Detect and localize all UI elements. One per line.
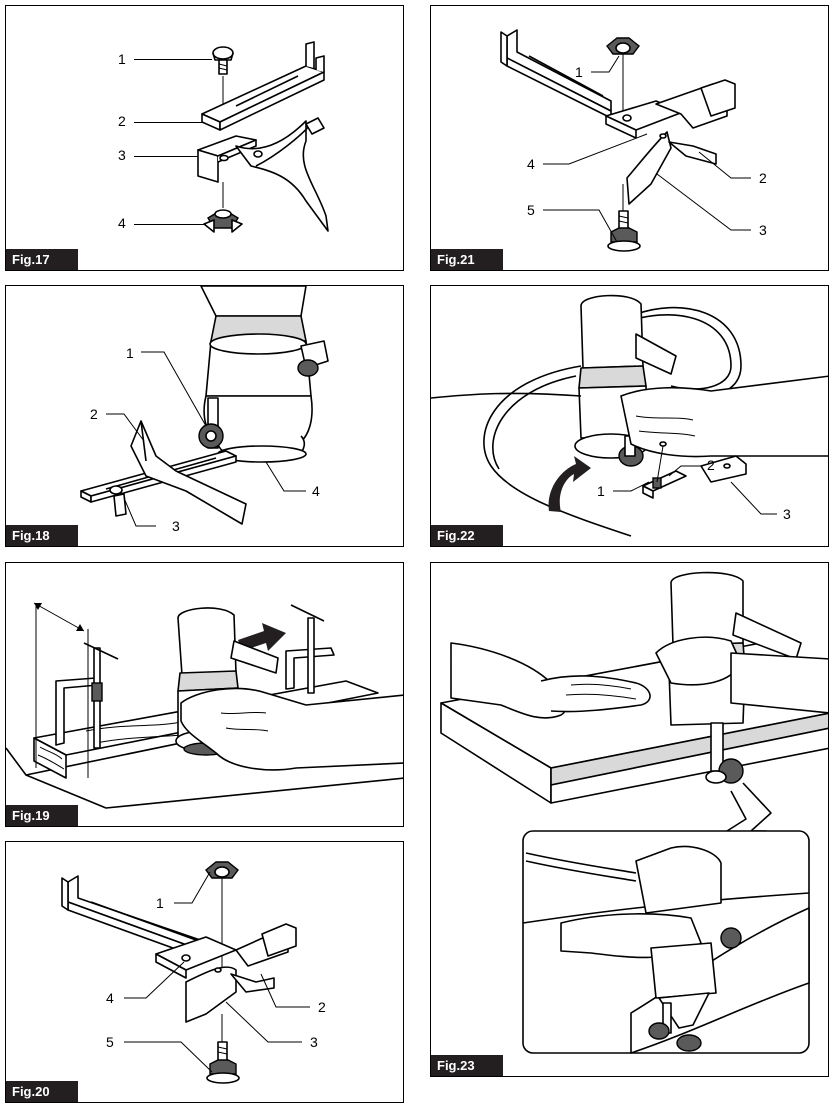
fig17-callout-1: 1: [118, 51, 126, 67]
fig22-callout-3: 3: [783, 506, 791, 522]
fig21-label: Fig.21: [431, 249, 503, 270]
fig20-leaders: [124, 871, 310, 1073]
figure-20-panel: 1 4 2 3 5 Fig.20: [5, 841, 404, 1103]
fig23-illustration: [440, 571, 828, 1054]
fig23-label: Fig.23: [431, 1055, 503, 1076]
fig20-illustration: [61, 861, 297, 1084]
fig19-label: Fig.19: [6, 805, 78, 826]
fig20-callout-3: 3: [310, 1034, 318, 1050]
fig20-callout-2: 2: [318, 999, 326, 1015]
leader-line: [134, 122, 202, 123]
fig18-callout-1: 1: [126, 345, 134, 361]
fig22-callout-2: 2: [707, 457, 715, 473]
fig20-label: Fig.20: [6, 1081, 78, 1102]
fig18-callout-2: 2: [90, 406, 98, 422]
fig21-leaders: [543, 55, 751, 243]
fig17-callout-2: 2: [118, 113, 126, 129]
fig17-label: Fig.17: [6, 249, 78, 270]
fig22-leaders: [613, 465, 777, 515]
fig21-callout-1: 1: [575, 64, 583, 80]
fig18-illustration: [80, 286, 329, 525]
fig18-callout-4: 4: [312, 483, 320, 499]
figure-17-panel: 1 2 3 4 Fig.17: [5, 5, 404, 271]
leader-line: [134, 156, 198, 157]
fig22-callout-1: 1: [597, 483, 605, 499]
fig21-illustration: [500, 29, 736, 252]
fig17-illustration: [197, 41, 329, 233]
fig22-illustration: [431, 294, 828, 537]
fig18-label: Fig.18: [6, 525, 78, 546]
fig18-callout-3: 3: [172, 518, 180, 534]
fig21-callout-5: 5: [527, 202, 535, 218]
fig22-label: Fig.22: [431, 525, 503, 546]
fig20-callout-5: 5: [106, 1034, 114, 1050]
figure-18-panel: 1 2 3 4 Fig.18: [5, 285, 404, 547]
leader-line: [134, 59, 212, 60]
leader-line: [134, 224, 206, 225]
fig21-callout-2: 2: [759, 170, 767, 186]
fig17-callout-3: 3: [118, 147, 126, 163]
figure-19-panel: Fig.19: [5, 562, 404, 827]
fig21-callout-3: 3: [759, 222, 767, 238]
fig20-callout-4: 4: [106, 990, 114, 1006]
fig19-illustration: [6, 602, 403, 809]
figure-21-panel: 1 4 2 5 3 Fig.21: [430, 5, 829, 271]
figure-22-panel: 1 2 3 Fig.22: [430, 285, 829, 547]
fig21-callout-4: 4: [527, 156, 535, 172]
fig20-callout-1: 1: [156, 895, 164, 911]
figure-23-panel: Fig.23: [430, 562, 829, 1077]
fig17-callout-4: 4: [118, 215, 126, 231]
fig18-leaders: [106, 351, 306, 527]
